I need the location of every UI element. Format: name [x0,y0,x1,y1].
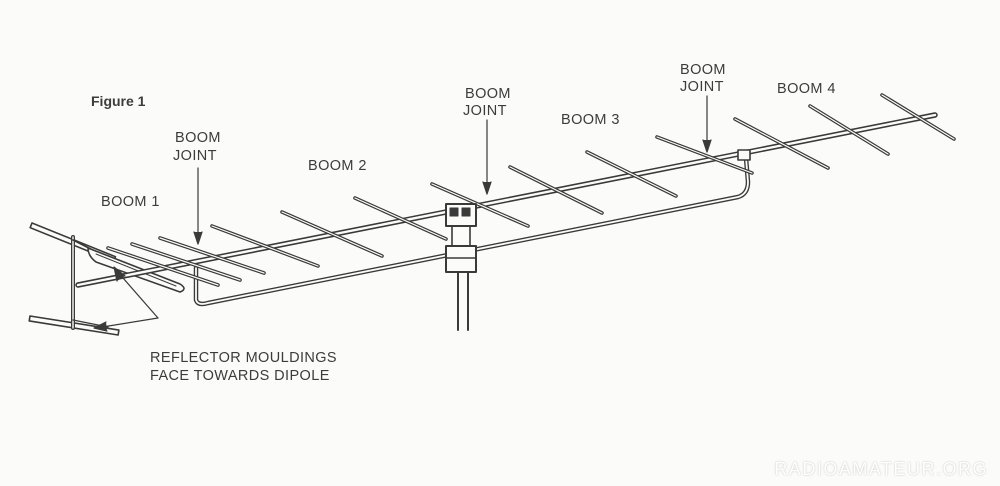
boom-4-label: BOOM 4 [777,81,836,97]
mast-clamp [445,203,477,331]
boom-joint-2-label-line1: BOOM [465,86,511,102]
boom-joint-1-label-line1: BOOM [175,130,221,146]
boom-joint-3-label-line1: BOOM [680,62,726,78]
watermark: RADIOAMATEUR.ORG [774,459,988,479]
dipole-element [87,247,185,293]
boom-1-label: BOOM 1 [101,194,160,210]
support-boom [193,155,751,307]
boom-joint-2-label-line2: JOINT [463,103,507,119]
boom-2-label: BOOM 2 [308,158,367,174]
reflector-note-line2: FACE TOWARDS DIPOLE [150,368,330,384]
boom-joint-clamp [737,149,751,161]
boom-joint-1-label-line2: JOINT [173,148,217,164]
boom-3-label: BOOM 3 [561,112,620,128]
figure-title: Figure 1 [91,93,146,109]
reflector-note-line1: REFLECTOR MOULDINGS [150,350,337,366]
boom-joint-3-label-line2: JOINT [680,79,724,95]
annotation-arrows [93,95,712,332]
